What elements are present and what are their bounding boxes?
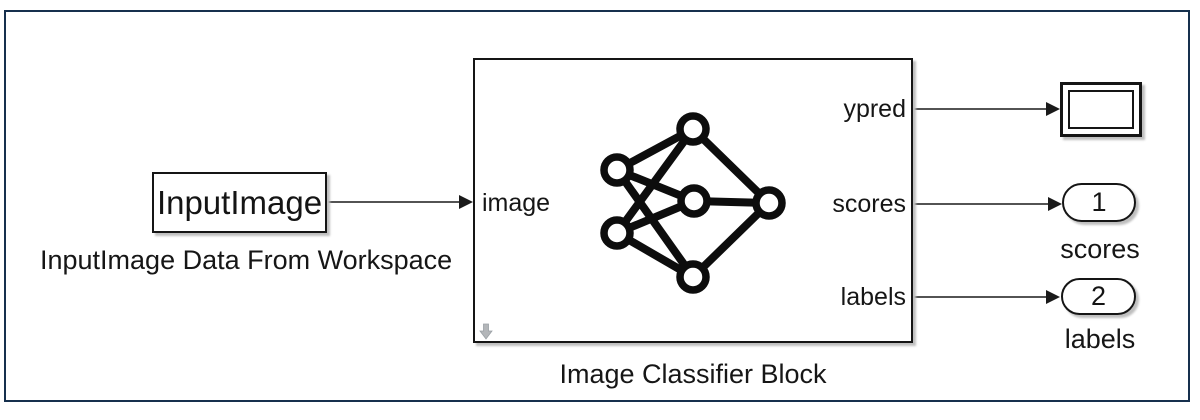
neural-network-icon [600,112,786,294]
from-workspace-caption[interactable]: InputImage Data From Workspace [40,245,453,275]
display-screen [1068,90,1134,129]
wire-labels-to-outport2[interactable] [913,290,1060,304]
wire-scores-to-outport1[interactable] [913,197,1062,211]
classifier-caption[interactable]: Image Classifier Block [559,359,827,389]
outport-1-scores[interactable]: 1 [1062,183,1136,222]
outport-2-caption[interactable]: labels [1064,324,1136,354]
outport-2-labels[interactable]: 2 [1061,278,1136,315]
output-port-label-ypred: ypred [843,95,906,123]
from-workspace-block[interactable]: InputImage [152,172,327,233]
output-port-label-labels: labels [840,283,906,311]
image-classifier-block[interactable]: image ypred scores labels [473,58,913,343]
wire-input-to-classifier[interactable] [327,195,473,209]
from-workspace-block-name: InputImage [156,183,323,221]
outport-1-number: 1 [1091,187,1107,217]
output-port-label-scores: scores [832,190,906,218]
wire-ypred-to-display[interactable] [913,102,1060,116]
input-port-label-image: image [482,189,551,217]
display-block[interactable] [1060,82,1142,137]
block-hint-down-arrow-icon[interactable] [479,323,493,340]
outport-1-caption[interactable]: scores [1060,234,1140,264]
outport-2-number: 2 [1090,281,1107,311]
